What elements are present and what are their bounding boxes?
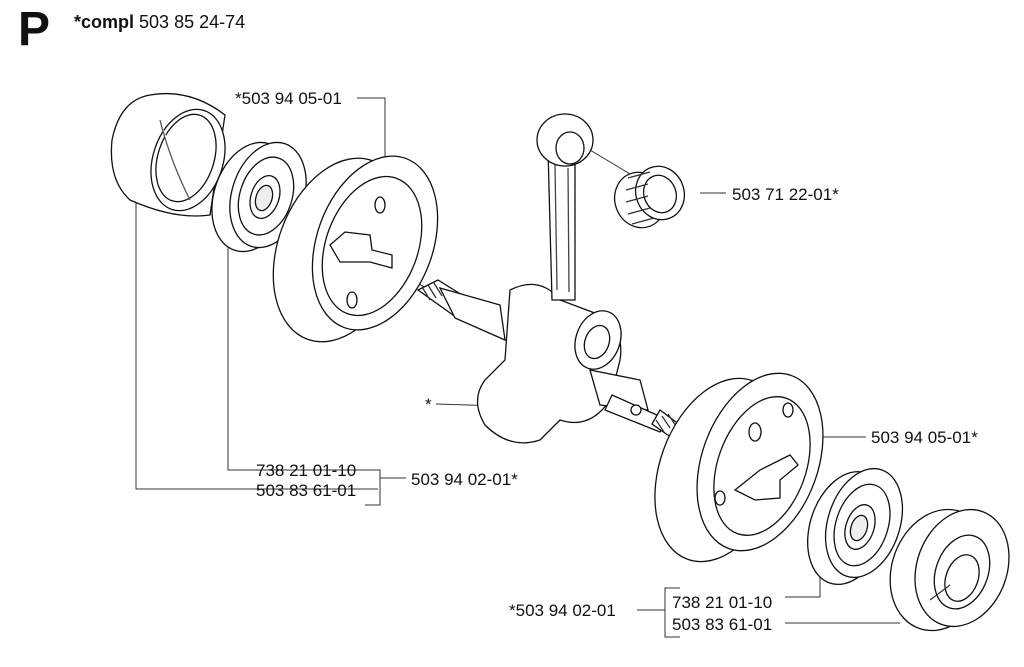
needle-bearing [607,159,692,234]
compl-prefix: *compl [74,12,135,32]
left-disc-housing [249,139,460,361]
callout-needle-bearing: 503 71 22-01* [732,185,839,204]
callout-left-group: 503 94 02-01* [411,470,518,489]
callout-right-group: *503 94 02-01 [509,601,616,620]
right-ball-bearing [794,459,916,595]
leader-top-seal [357,98,385,165]
leader-lines [136,98,900,637]
leader-right-bracket [665,588,680,637]
callout-left-seal: 503 83 61-01 [256,481,357,500]
left-ball-bearing [199,132,319,262]
left-seal-ring [111,94,237,221]
leader-left-seal [136,196,378,489]
leader-left-bearing [228,247,378,470]
callout-crankshaft: * [425,395,432,414]
leader-left-bracket [365,470,380,505]
crankshaft [418,114,680,443]
callout-right-seal-assembly: 503 94 05-01* [871,428,978,447]
right-seal-ring [874,495,1024,644]
callout-right-bearing: 738 21 01-10 [672,593,773,612]
compl-number: 503 85 24-74 [139,12,246,32]
complete-assembly-number: *compl 503 85 24-74 [74,12,245,33]
callout-right-seal: 503 83 61-01 [672,615,773,634]
callout-top-seal-assembly: *503 94 05-01 [235,89,342,108]
section-letter: P [18,3,51,56]
callout-left-bearing: 738 21 01-10 [256,461,357,480]
right-disc-housing [631,356,846,580]
